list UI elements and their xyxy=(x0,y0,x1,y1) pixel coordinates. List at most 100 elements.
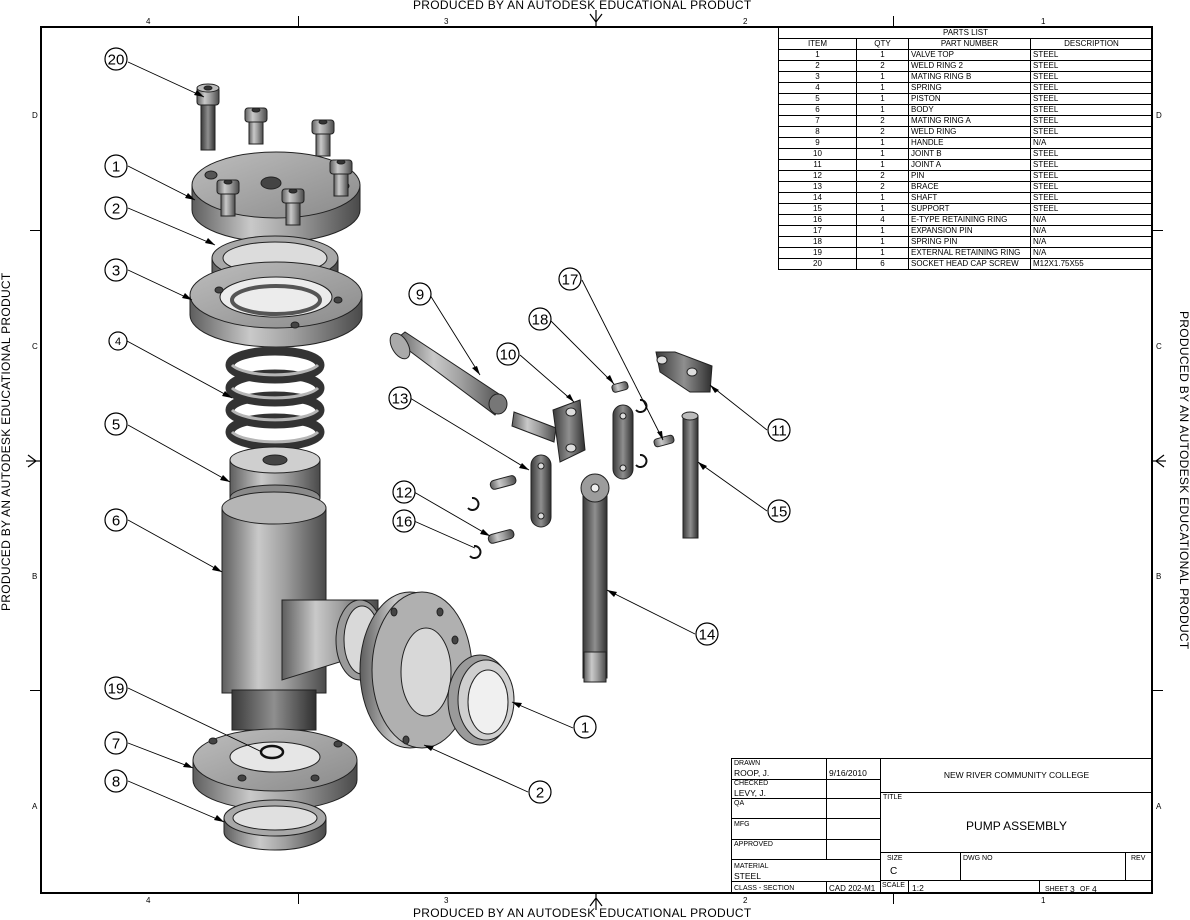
brace-right xyxy=(612,404,634,480)
checked-label: CHECKED xyxy=(734,780,769,787)
balloon-3: 3 xyxy=(112,263,120,280)
description-cell: N/A xyxy=(1030,137,1153,149)
zone-col-1-bottom: 1 xyxy=(1041,896,1046,905)
zone-col-3-bottom: 3 xyxy=(444,896,449,905)
part-number-cell: MATING RING B xyxy=(908,71,1031,83)
balloon-20: 20 xyxy=(108,52,125,69)
part-number-cell: MATING RING A xyxy=(908,115,1031,127)
qty-cell: 1 xyxy=(856,247,909,259)
balloon-circle xyxy=(558,267,582,291)
parts-list-table: PARTS LIST ITEM QTY PART NUMBER DESCRIPT… xyxy=(778,27,1153,270)
qty-cell: 1 xyxy=(856,192,909,204)
balloon-circle xyxy=(104,508,128,532)
balloon-circle xyxy=(408,282,432,306)
pin xyxy=(487,381,675,544)
description-cell: N/A xyxy=(1030,214,1153,226)
zone-col-3-top: 3 xyxy=(444,17,449,26)
part-number-cell: SHAFT xyxy=(908,192,1031,204)
description-cell: N/A xyxy=(1030,225,1153,237)
zone-tick xyxy=(298,894,299,904)
qty-cell: 2 xyxy=(856,170,909,182)
part-number-cell: SPRING PIN xyxy=(908,236,1031,248)
description-cell: STEEL xyxy=(1030,49,1153,61)
balloon-13: 13 xyxy=(392,391,409,408)
item-cell: 17 xyxy=(778,225,857,237)
qty-cell: 1 xyxy=(856,49,909,61)
balloon-7: 7 xyxy=(112,736,120,753)
qty-cell: 1 xyxy=(856,148,909,160)
balloon-9: 9 xyxy=(416,287,424,304)
part-number-cell: JOINT A xyxy=(908,159,1031,171)
item-cell: 20 xyxy=(778,258,857,270)
top-banner: PRODUCED BY AN AUTODESK EDUCATIONAL PROD… xyxy=(413,0,752,12)
zone-col-2-top: 2 xyxy=(743,17,748,26)
balloon-circle xyxy=(104,412,128,436)
support xyxy=(681,411,699,539)
valve-top-plate xyxy=(191,107,361,243)
balloon-circle xyxy=(392,509,416,533)
header-qty: QTY xyxy=(856,38,909,50)
handle xyxy=(389,331,508,416)
item-cell: 9 xyxy=(778,137,857,149)
description-cell: STEEL xyxy=(1030,82,1153,94)
qty-cell: 2 xyxy=(856,126,909,138)
balloon-circle xyxy=(104,676,128,700)
balloon-circle xyxy=(104,258,128,282)
zone-row-c-left: C xyxy=(32,342,38,351)
description-cell: STEEL xyxy=(1030,60,1153,72)
balloon-circle xyxy=(528,780,552,804)
part-number-cell: HANDLE xyxy=(908,137,1031,149)
bottom-banner: PRODUCED BY AN AUTODESK EDUCATIONAL PROD… xyxy=(413,906,752,920)
leader-arrowheads xyxy=(182,90,719,822)
description-cell: STEEL xyxy=(1030,181,1153,193)
joint-b xyxy=(511,399,586,463)
balloon-11: 11 xyxy=(771,423,787,440)
drawing-frame xyxy=(40,26,1153,894)
material-label: MATERIAL xyxy=(734,863,769,870)
description-cell: N/A xyxy=(1030,247,1153,259)
header-item: ITEM xyxy=(778,38,857,50)
drawn-by: ROOP, J. xyxy=(734,768,770,778)
item-cell: 8 xyxy=(778,126,857,138)
description-cell: STEEL xyxy=(1030,170,1153,182)
balloon-6: 6 xyxy=(112,513,120,530)
description-cell: STEEL xyxy=(1030,93,1153,105)
drawn-label: DRAWN xyxy=(734,760,761,767)
description-cell: STEEL xyxy=(1030,203,1153,215)
tb-cell xyxy=(826,779,881,799)
zone-tick xyxy=(1153,230,1163,231)
part-number-cell: SPRING xyxy=(908,82,1031,94)
qty-cell: 1 xyxy=(856,104,909,116)
balloon-15: 15 xyxy=(771,504,788,521)
balloon-2-side: 2 xyxy=(536,785,544,802)
zone-tick xyxy=(1153,690,1163,691)
zone-row-b-left: B xyxy=(32,572,38,581)
balloon-19: 19 xyxy=(108,681,125,698)
tb-cell xyxy=(826,798,881,819)
balloon-1-side: 1 xyxy=(581,720,589,737)
shaft xyxy=(580,473,610,683)
sheet-number: 3 xyxy=(1070,884,1075,894)
size-label: SIZE xyxy=(887,855,903,862)
checked-by: LEVY, J. xyxy=(734,788,766,798)
qty-cell: 2 xyxy=(856,60,909,72)
zone-row-a-left: A xyxy=(32,802,38,811)
item-cell: 4 xyxy=(778,82,857,94)
zone-col-1-top: 1 xyxy=(1041,17,1046,26)
zone-tick xyxy=(30,230,40,231)
zone-row-b-right: B xyxy=(1156,572,1162,581)
item-cell: 13 xyxy=(778,181,857,193)
of-label: OF xyxy=(1080,886,1090,893)
scale-value: 1:2 xyxy=(912,883,924,893)
approved-label: APPROVED xyxy=(734,841,773,848)
tb-cell xyxy=(826,839,881,860)
zone-col-4-top: 4 xyxy=(146,17,151,26)
sheets-total: 4 xyxy=(1092,884,1097,894)
